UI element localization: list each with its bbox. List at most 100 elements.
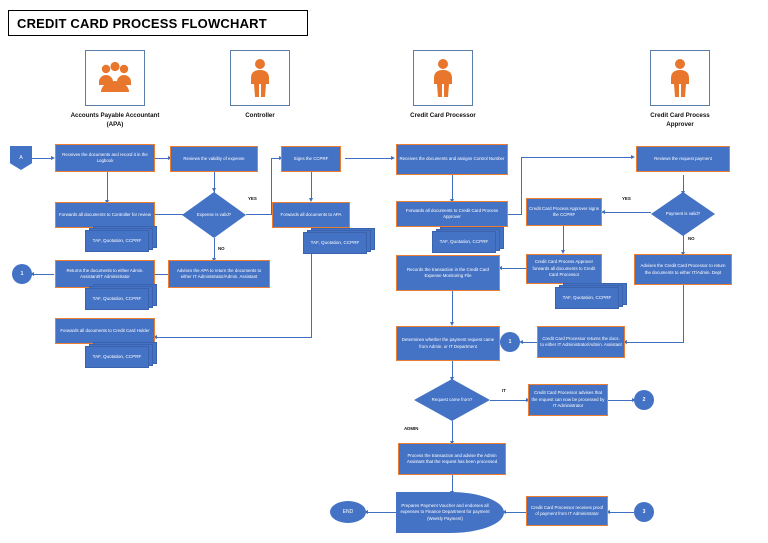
document-stack-4: TAF, Quotation, CCPRF — [303, 228, 375, 254]
edge-apprsign-to-forward — [563, 226, 564, 252]
person-icon — [671, 59, 689, 97]
arrowhead — [601, 209, 605, 214]
node-end-label: END — [342, 509, 354, 515]
document-label: TAF, Quotation, CCPRF — [92, 237, 142, 243]
arrowhead — [51, 155, 55, 160]
document-label: TAF, Quotation, CCPRF — [310, 239, 360, 245]
node-ctrl-advise[interactable]: Advises the APA to return the documents … — [168, 260, 270, 288]
connector-3-label: 3 — [642, 509, 646, 515]
node-proc-admin-process[interactable]: Process the transaction and advise the A… — [398, 443, 506, 475]
document-stack-5: TAF, Quotation, CCPRF — [432, 227, 504, 253]
node-ctrl-decision[interactable]: Expense is valid? — [182, 192, 246, 238]
edge-to-apprreview — [521, 157, 633, 158]
document-label: TAF, Quotation, CCPRF — [92, 353, 142, 359]
node-ctrl-decision-label: Expense is valid? — [196, 211, 232, 217]
document-label: TAF, Quotation, CCPRF — [92, 295, 142, 301]
doc-sheet-front: TAF, Quotation, CCPRF — [303, 232, 367, 254]
node-appr-decision[interactable]: Payment is valid? — [651, 192, 715, 236]
node-apa-forward-controller[interactable]: Forwards all documents to Controller for… — [55, 202, 155, 228]
node-apa-forward-holder[interactable]: Forwards all documents to Credit Card Ho… — [55, 318, 155, 344]
connector-2[interactable]: 2 — [634, 390, 654, 410]
node-proc-admin-process-label: Process the transaction and advise the A… — [406, 452, 498, 464]
node-proc-forward-approver-label: Forwards all documents to Credit Card Pr… — [405, 207, 499, 219]
edge-req-admin — [452, 421, 453, 443]
node-proc-record[interactable]: Records the transaction in the Credit Ca… — [396, 255, 500, 291]
node-ctrl-forward-apa[interactable]: Forwards all documents to APA — [272, 202, 350, 228]
arrowhead — [631, 154, 635, 159]
edge-label-ctrl-no: NO — [218, 246, 225, 251]
document-stack-1: TAF, Quotation, CCPRF — [85, 226, 157, 252]
node-proc-proof-label: Credit Card Processor receives proof of … — [530, 504, 604, 516]
node-apa-receive[interactable]: Receives the documents and record it in … — [55, 144, 155, 172]
edge-forwardapa-left — [155, 337, 312, 338]
edge-returnsdocs-to-conn1 — [521, 342, 537, 343]
edge-procreceive-to-forward — [452, 175, 453, 201]
person-icon — [251, 59, 269, 97]
node-proc-determine-label: Determines whether the payment request c… — [401, 337, 495, 349]
connector-3[interactable]: 3 — [634, 502, 654, 522]
edge-yes-right — [246, 214, 272, 215]
node-start-a[interactable]: A — [10, 146, 32, 170]
arrowhead — [391, 155, 395, 160]
arrowhead — [606, 509, 610, 514]
node-proc-determine[interactable]: Determines whether the payment request c… — [396, 326, 500, 361]
doc-sheet-front: TAF, Quotation, CCPRF — [432, 231, 496, 253]
node-ctrl-review[interactable]: Reviews the validity of expense — [170, 146, 258, 172]
node-appr-forward[interactable]: Credit Card Process Approver forwards al… — [526, 254, 602, 284]
doc-sheet-front: TAF, Quotation, CCPRF — [85, 346, 149, 368]
person-icon — [434, 59, 452, 97]
node-proc-voucher[interactable]: Prepares Payment Voucher and endorses al… — [396, 492, 504, 533]
node-proc-receive[interactable]: Receives the documents and assigns Contr… — [396, 144, 508, 175]
node-proc-it-advise-label: Credit Card Processor advises that the r… — [531, 390, 605, 409]
edge-label-appr-no: NO — [688, 236, 695, 241]
node-end[interactable]: END — [330, 501, 366, 523]
edge-proof-to-voucher — [504, 512, 526, 513]
node-proc-returns-docs[interactable]: Credit Card Processor returns the docs. … — [537, 326, 625, 358]
node-start-a-label: A — [19, 155, 23, 161]
document-stack-2: TAF, Quotation, CCPRF — [85, 284, 157, 310]
arrowhead — [519, 339, 523, 344]
edge-conn3-to-proof — [608, 512, 634, 513]
arrowhead — [623, 339, 627, 344]
edge-appr-yes — [603, 212, 651, 213]
arrowhead — [449, 377, 454, 381]
edge-sign-to-forwardapa — [311, 172, 312, 200]
node-appr-review[interactable]: Reviews the request payment — [636, 146, 730, 172]
arrowhead — [308, 198, 313, 202]
node-apa-forward-holder-label: Forwards all documents to Credit Card Ho… — [60, 327, 150, 333]
role-label-controller: Controller — [245, 112, 275, 119]
edge-yes-up — [271, 158, 272, 215]
page-title: CREDIT CARD PROCESS FLOWCHART — [8, 10, 308, 36]
edge-determine-to-reqdecision — [452, 361, 453, 379]
role-header-approver: Credit Card Process Approver — [615, 50, 745, 130]
node-proc-forward-approver[interactable]: Forwards all documents to Credit Card Pr… — [396, 201, 508, 227]
connector-1-left[interactable]: 1 — [12, 264, 32, 284]
edge-a-to-receive — [31, 158, 53, 159]
node-ctrl-sign[interactable]: Signs the CCPRF — [281, 146, 341, 172]
role-icon-frame — [650, 50, 710, 106]
node-ctrl-advise-label: Advises the APA to return the documents … — [176, 267, 262, 279]
role-label-processor: Credit Card Processor — [410, 112, 476, 119]
node-proc-proof[interactable]: Credit Card Processor receives proof of … — [526, 496, 608, 526]
node-proc-request-decision[interactable]: Request came from? — [414, 379, 490, 421]
doc-sheet-front: TAF, Quotation, CCPRF — [85, 230, 149, 252]
node-proc-it-advise[interactable]: Credit Card Processor advises that the r… — [528, 384, 608, 416]
connector-2-label: 2 — [642, 397, 646, 403]
node-apa-returns-label: Returns the documents to either Admin. A… — [66, 267, 144, 279]
edge-req-it — [490, 400, 528, 401]
edge-apprforward-to-record — [500, 268, 526, 269]
connector-1-mid[interactable]: 1 — [500, 332, 520, 352]
edge-procforward-right — [500, 214, 522, 215]
connector-1-mid-label: 1 — [508, 339, 512, 345]
node-appr-sign[interactable]: Credit Card Process Approver signs the C… — [526, 198, 602, 226]
edge-itadvise-to-conn2 — [608, 400, 634, 401]
arrowhead — [560, 250, 565, 254]
node-appr-advise-return[interactable]: Advises the Credit Card Processor to ret… — [634, 254, 732, 285]
node-appr-review-label: Reviews the request payment — [654, 155, 712, 161]
edge-yes-to-sign — [271, 158, 283, 159]
node-proc-request-decision-label: Request came from? — [431, 396, 473, 402]
role-header-apa: Accounts Payable Accountant (APA) — [50, 50, 180, 130]
document-label: TAF, Quotation, CCPRF — [562, 294, 612, 300]
edge-receive-to-ctrl-review — [155, 158, 173, 159]
document-stack-6: TAF, Quotation, CCPRF — [555, 283, 627, 309]
